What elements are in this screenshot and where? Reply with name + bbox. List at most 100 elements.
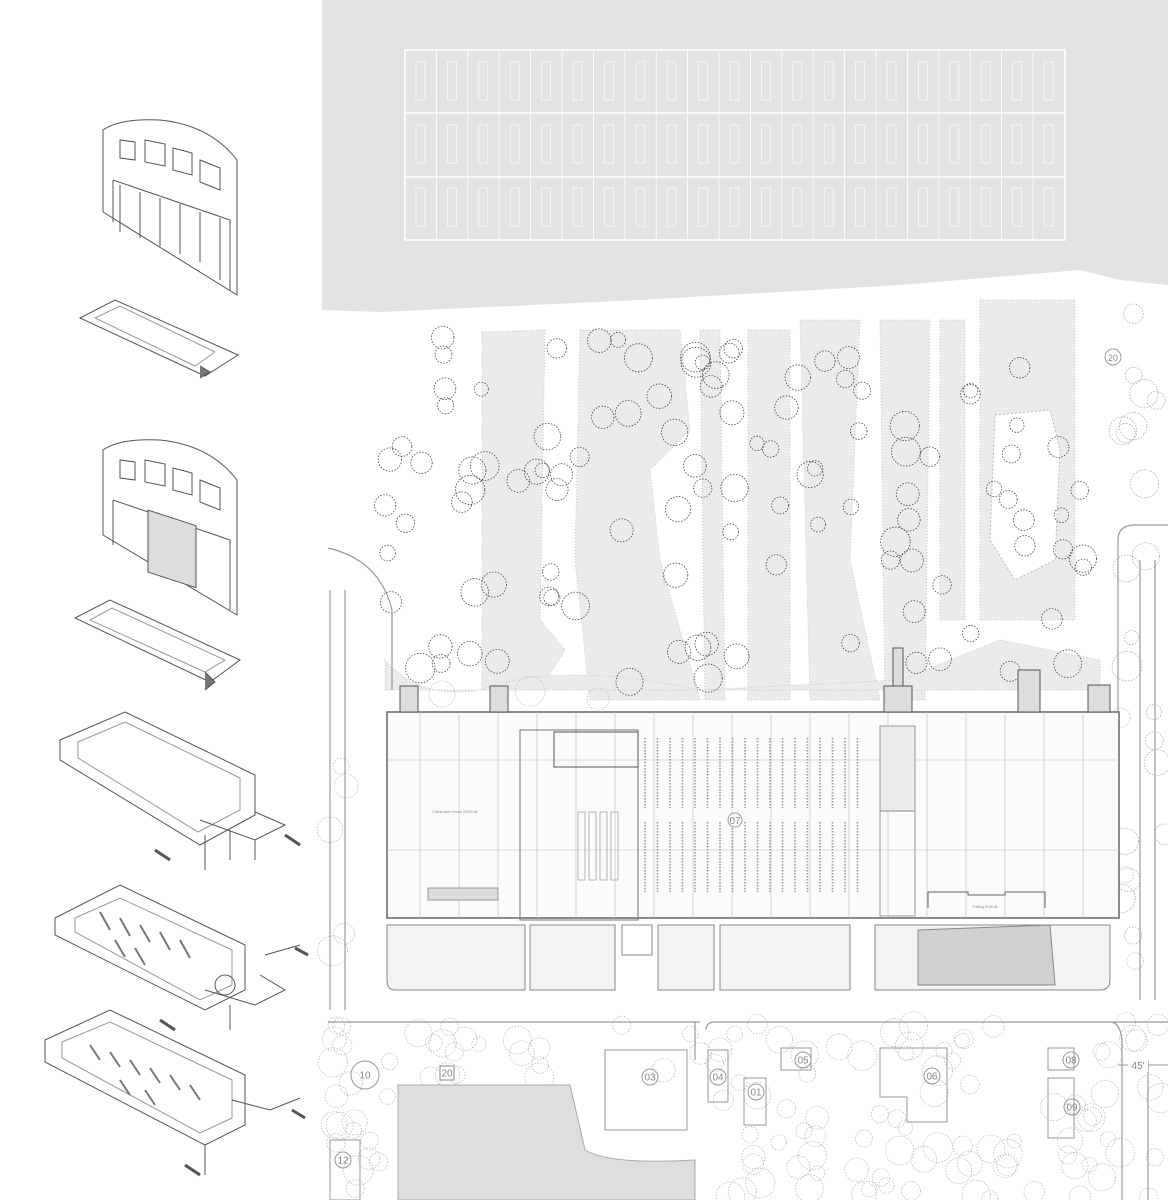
tree [543, 589, 561, 606]
parking-bay [541, 61, 551, 101]
parking-bay [761, 187, 771, 227]
parking-bay [447, 187, 457, 227]
tree [919, 1078, 949, 1107]
tree [1143, 749, 1168, 776]
tree [774, 395, 799, 420]
parking-bay [792, 61, 803, 101]
site-label-text: 10 [359, 1071, 371, 1082]
tree [514, 675, 546, 707]
tree [1040, 1093, 1069, 1122]
tree [338, 1071, 363, 1096]
floor-plan-iso-2 [54, 884, 309, 1032]
tree [460, 578, 489, 607]
tree [762, 440, 780, 458]
parking-bay [980, 187, 991, 227]
tree [999, 490, 1018, 509]
label-circle [334, 1151, 352, 1169]
tree [689, 1042, 712, 1065]
tree [814, 350, 836, 372]
tree [1112, 554, 1141, 583]
tree [1145, 1148, 1165, 1167]
tree [623, 343, 653, 373]
tree [651, 1058, 676, 1083]
parking-bay [478, 187, 489, 227]
tree [1115, 867, 1141, 893]
tree [981, 1190, 999, 1200]
site-label-05: 05 [794, 1051, 812, 1069]
site-label-text: 03 [644, 1073, 656, 1084]
tree [440, 1017, 459, 1036]
tree [976, 1134, 1006, 1164]
tree [899, 1011, 929, 1041]
tree [1108, 416, 1138, 445]
site-label-text: 01 [750, 1088, 762, 1099]
tree [665, 496, 692, 523]
label-box [439, 1065, 455, 1081]
tree [509, 1040, 535, 1067]
tree [889, 410, 920, 442]
tree [395, 513, 416, 533]
parking-bay [1043, 61, 1054, 101]
tree [569, 446, 590, 467]
parking-bay [572, 187, 583, 227]
parking-bay [604, 61, 614, 101]
site-label-08: 08 [1062, 1051, 1080, 1069]
tree [1053, 649, 1082, 678]
parking-bay [761, 61, 771, 101]
tree [851, 1181, 877, 1200]
tree [901, 1181, 921, 1200]
tree [844, 1157, 869, 1183]
floor-plan-iso-3 [44, 1009, 306, 1177]
tree [796, 461, 824, 489]
tree [871, 1168, 891, 1187]
tree [723, 339, 743, 359]
tree [722, 523, 740, 541]
tree [377, 447, 403, 472]
tree [884, 1135, 915, 1166]
tree [320, 1111, 348, 1139]
parking-bay [761, 124, 771, 164]
tree [410, 451, 433, 474]
tree [615, 667, 644, 696]
tree [887, 1109, 907, 1129]
tree [745, 1167, 776, 1199]
parking-bay [980, 61, 991, 101]
tree [747, 1013, 768, 1035]
tree [795, 1122, 813, 1140]
tree [694, 631, 719, 657]
tree [962, 624, 980, 643]
parking-bay [604, 124, 614, 164]
parking-bay [666, 124, 677, 164]
stair-towers [399, 647, 1111, 713]
plan-slice-1 [78, 299, 240, 379]
tree [680, 341, 711, 373]
tree [693, 478, 713, 498]
tree [430, 325, 455, 350]
tree [324, 1084, 349, 1108]
tree [910, 1146, 938, 1173]
tree [741, 1144, 766, 1170]
tree [542, 563, 560, 581]
north-tag: 20 [1104, 348, 1122, 366]
tree [437, 397, 455, 415]
tree [682, 1025, 699, 1043]
tree [1124, 926, 1143, 945]
tree [771, 496, 789, 515]
tree [1099, 1131, 1116, 1148]
parking-bay [635, 124, 646, 164]
tree [539, 586, 559, 607]
tree [962, 383, 979, 399]
warehouse-label: Fabric store House 22000 sft [433, 810, 478, 814]
parking-bay [792, 187, 803, 227]
parking-bay [1043, 124, 1054, 164]
tree [1137, 1074, 1164, 1101]
tree [1123, 630, 1139, 646]
tree [1146, 704, 1162, 721]
plan-slice-2 [73, 599, 241, 691]
tree [381, 1052, 399, 1071]
parking-bay [635, 187, 646, 227]
tree [935, 1042, 953, 1059]
tree [379, 1088, 396, 1105]
parking-bay [415, 61, 426, 101]
tree [360, 1131, 379, 1150]
